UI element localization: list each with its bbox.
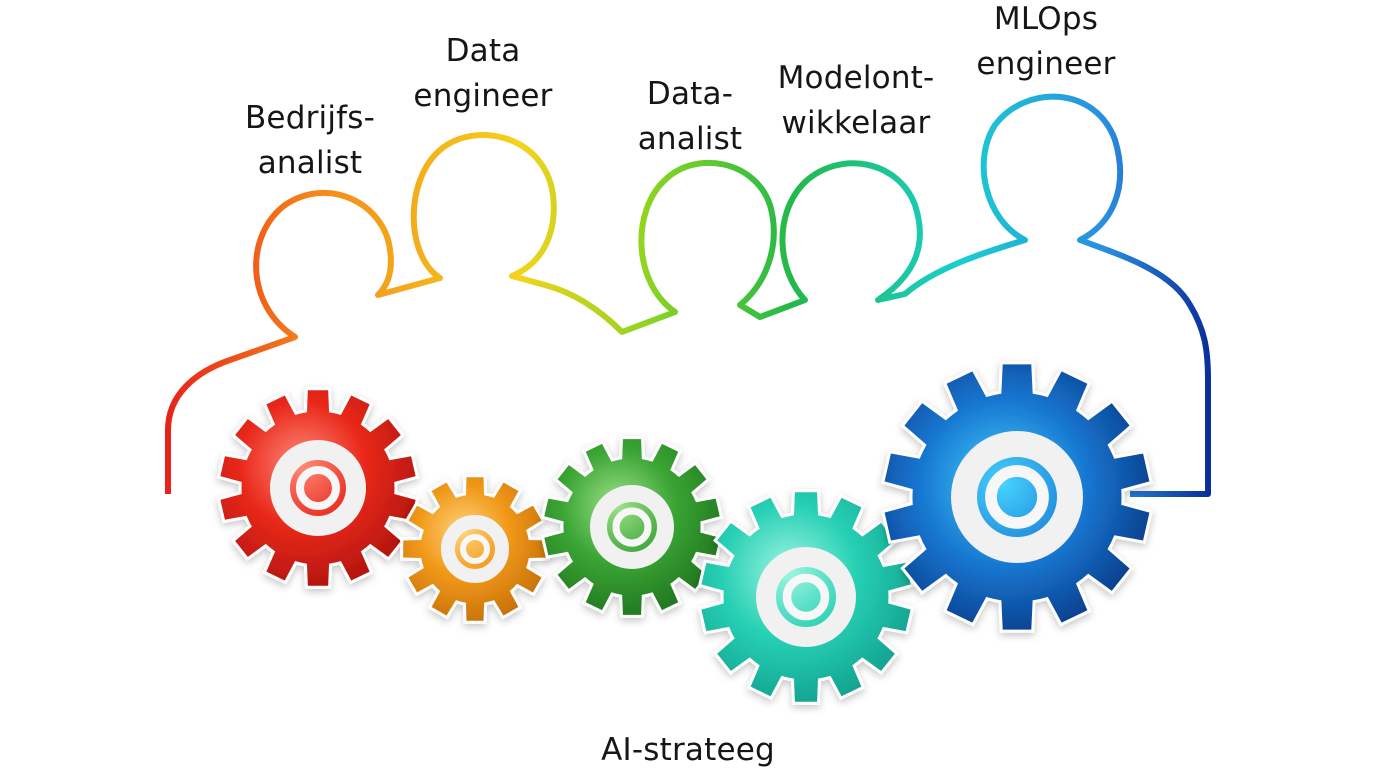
role-label-line: Modelont- [777,60,935,96]
role-label-line: engineer [413,78,553,114]
role-label-line: Data [445,33,521,69]
role-label-line: MLOps [993,1,1099,37]
role-label-line: Bedrijfs- [244,100,376,136]
gear-ring [270,440,366,536]
gears-group [216,361,1153,705]
role-label-mlops-engineer: MLOps engineer [946,0,1146,87]
gear-ring [951,431,1083,563]
role-label-line: engineer [976,46,1116,82]
gear-green-icon [540,436,724,618]
gear-body [697,489,915,705]
gear-red-icon [216,387,420,589]
gear-hub [295,465,341,511]
gear-hub [782,573,830,621]
gear-teal-icon [697,489,915,705]
role-label-line: wikkelaar [781,105,931,141]
gear-ring [756,547,856,647]
team-outline [165,93,1211,497]
role-label-bedrijfsanalist: Bedrijfs- analist [210,96,410,186]
gear-blue-icon [881,361,1153,633]
gear-hub [985,465,1049,529]
center-label-ai-strateeg: AI-strateeg [601,732,775,768]
role-label-line: analist [637,121,743,157]
gear-orange-icon [400,474,550,624]
role-label-data-engineer: Data engineer [383,29,583,119]
gear-ring [441,515,509,583]
role-label-line: analist [257,145,363,181]
role-label-line: Data- [646,76,734,112]
gear-body [400,474,550,624]
role-label-data-analist: Data- analist [590,72,790,162]
gear-body [216,387,420,589]
role-label-modelontwikkelaar: Modelont- wikkelaar [756,56,956,146]
gear-hub [612,507,652,547]
gear-body [540,436,724,618]
gear-body [881,361,1153,633]
gear-ring [590,485,674,569]
gear-hub [460,534,490,564]
